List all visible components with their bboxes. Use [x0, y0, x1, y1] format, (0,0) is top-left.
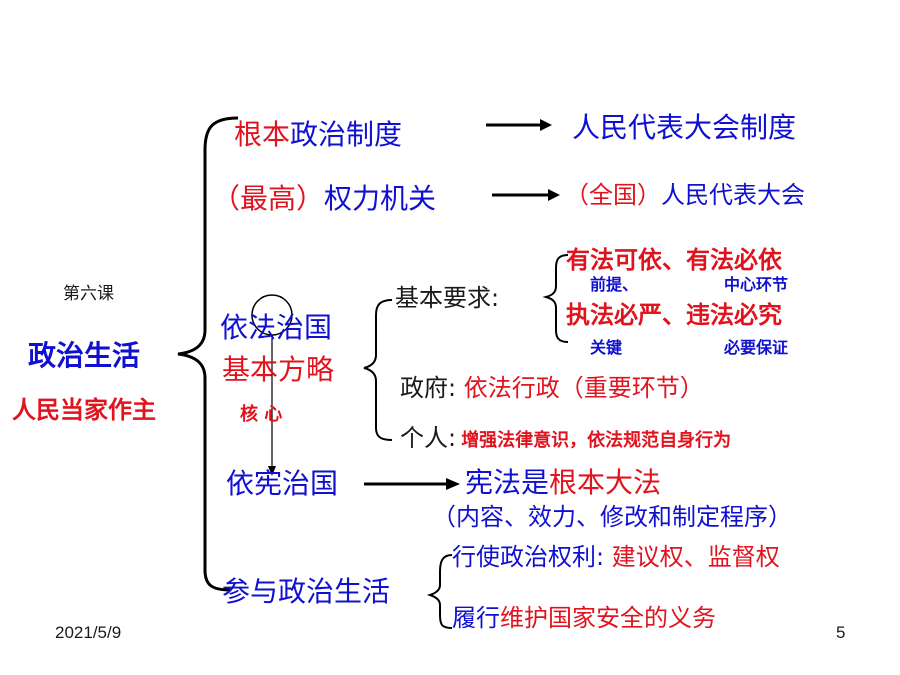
rule-of-law-title: 依法治国: [220, 314, 332, 342]
row2-result-red: （全国）: [565, 181, 661, 209]
arrow-row2: [492, 189, 560, 201]
participation-label: 参与政治生活: [222, 575, 391, 608]
row1-result: 人民代表大会制度: [572, 111, 797, 144]
row1-label: 根本政治制度: [234, 121, 402, 149]
req-brace: [542, 254, 569, 343]
theme-title: 人民当家作主: [12, 396, 156, 424]
arrow-constitution: [364, 478, 460, 490]
person-text: 增强法律意识，依法规范自身行为: [461, 430, 732, 451]
row2-label-blue: 权力机关: [324, 182, 437, 215]
constitution-result: 宪法是根本大法: [465, 469, 661, 497]
lesson-label: 第六课: [63, 284, 114, 303]
rule-title-post: 治国: [276, 311, 333, 344]
participation-item1-label: 行使政治权利:: [452, 543, 605, 571]
gov-text: 依法行政（重要环节）: [463, 374, 704, 402]
participation-brace: [426, 554, 453, 629]
constitution-result-blue: 宪法是: [465, 466, 550, 499]
arrow-core-down: [268, 335, 276, 476]
participation-item2-blue: 履行: [452, 604, 500, 632]
arrow-row1: [486, 119, 552, 131]
req1-note-b: 中心环节: [724, 275, 789, 294]
req2-note-b: 必要保证: [724, 338, 789, 357]
constitution-result-red: 根本大法: [549, 466, 662, 499]
rule-title-circled: 法: [248, 311, 277, 344]
row2-label: （最高）权力机关: [212, 185, 436, 213]
gov-line: 政府: 依法行政（重要环节）: [400, 376, 704, 400]
participation-item1-value: 建议权、监督权: [611, 543, 780, 571]
constitution-detail: （内容、效力、修改和制定程序）: [432, 503, 792, 531]
req2-text: 执法必严、违法必究: [566, 301, 782, 329]
row1-label-blue: 政治制度: [290, 118, 403, 151]
row2-label-red: （最高）: [212, 182, 325, 215]
participation-item1: 行使政治权利: 建议权、监督权: [452, 545, 780, 569]
topic-title: 政治生活: [28, 339, 141, 372]
req1-text: 有法可依、有法必依: [566, 246, 782, 274]
req2-note-a: 关键: [590, 338, 623, 357]
row2-result: （全国）人民代表大会: [565, 183, 805, 207]
person-line: 个人: 增强法律意识，依法规范自身行为: [400, 426, 731, 450]
page-number: 5: [836, 623, 846, 642]
participation-item2: 履行维护国家安全的义务: [452, 606, 716, 630]
constitution-label: 依宪治国: [226, 467, 339, 500]
rule-of-law-subtitle: 基本方略: [222, 353, 335, 386]
basic-req-label: 基本要求:: [395, 284, 500, 312]
slide-date: 2021/5/9: [55, 623, 122, 642]
participation-item2-red: 维护国家安全的义务: [500, 604, 716, 632]
rule-title-pre: 依: [220, 311, 249, 344]
main-brace: [177, 116, 239, 592]
rule-brace: [363, 299, 393, 441]
row1-label-red: 根本: [234, 118, 291, 151]
row2-result-blue: 人民代表大会: [661, 181, 805, 209]
gov-label: 政府:: [400, 374, 457, 402]
req1-note-a: 前提、: [590, 275, 639, 294]
person-label: 个人:: [400, 424, 457, 452]
core-label: 核 心: [240, 404, 283, 425]
